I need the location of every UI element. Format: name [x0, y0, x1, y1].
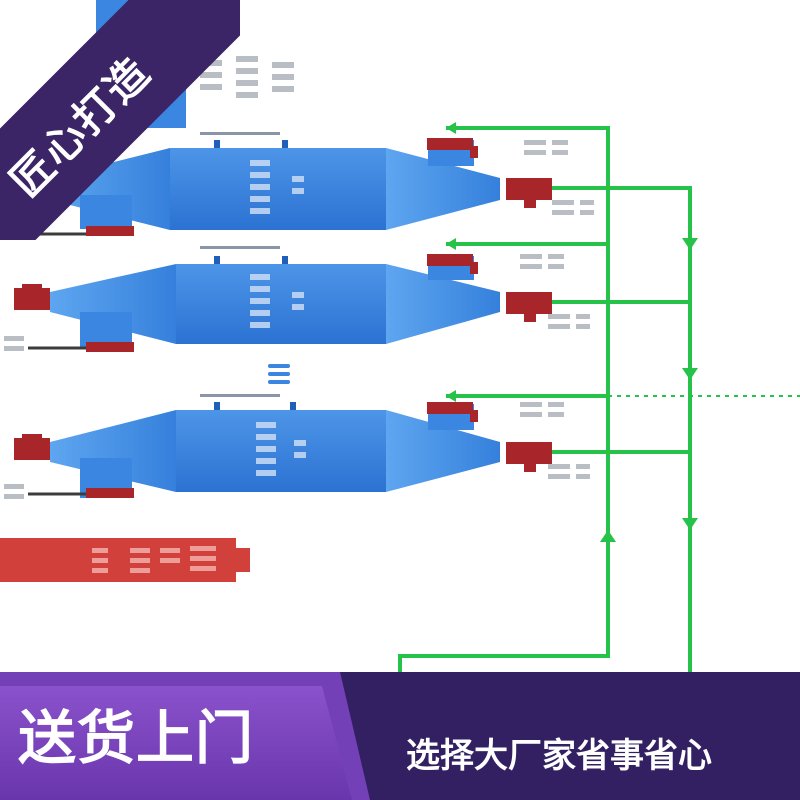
scrubber-unit-2 [50, 246, 500, 348]
top-left-blue-panel [96, 0, 186, 128]
unit-3-side-labels [4, 402, 590, 499]
top-blurred-labels [200, 56, 294, 98]
bottom-banner-highlight-inner [0, 686, 352, 800]
manufacturer-tagline: 选择大厂家省事省心 [406, 736, 712, 776]
ellipsis-marker-icon [268, 364, 290, 384]
delivery-tagline: 送货上门 [18, 704, 255, 772]
valve-icon [14, 254, 552, 352]
red-header-tank [0, 538, 250, 582]
unit-2-side-labels [4, 254, 590, 351]
valve-icon [14, 402, 552, 498]
flow-arrow-icon [446, 122, 698, 542]
